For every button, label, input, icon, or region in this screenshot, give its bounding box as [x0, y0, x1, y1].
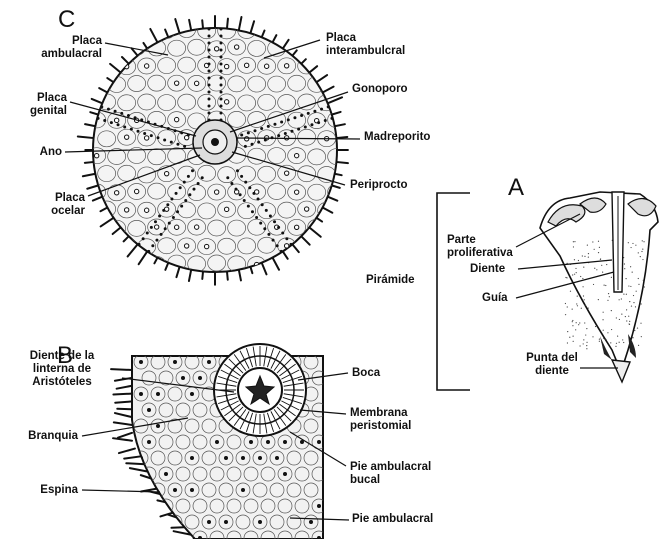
label-placa-ambulacral: Placa ambulacral	[41, 35, 102, 61]
oral-test-drawing	[111, 344, 326, 539]
label-madreporito: Madreporito	[364, 131, 430, 144]
panel-letter-a: A	[508, 176, 524, 200]
label-diente: Diente	[470, 263, 505, 276]
label-placa-ocelar: Placa ocelar	[51, 192, 85, 218]
label-diente-linterna: Diente de la linterna de Aristóteles	[4, 350, 120, 389]
label-gonoporo: Gonoporo	[352, 83, 408, 96]
label-guia: Guía	[482, 292, 508, 305]
label-boca: Boca	[352, 367, 380, 380]
label-punta-del-diente: Punta del diente	[520, 352, 584, 378]
label-placa-interambulacral: Placa interambulcral	[326, 32, 405, 58]
label-pie-ambulacral: Pie ambulacral	[352, 513, 433, 526]
label-branquia: Branquia	[28, 430, 78, 443]
label-periprocto: Periprocto	[350, 179, 408, 192]
label-espina: Espina	[40, 484, 78, 497]
pyramid-bracket	[437, 193, 470, 390]
label-ano: Ano	[40, 146, 62, 159]
panel-letter-c: C	[58, 8, 75, 32]
label-parte-proliferativa: Parte proliferativa	[447, 234, 513, 260]
label-pie-ambulacral-bucal: Pie ambulacral bucal	[350, 461, 431, 487]
label-placa-genital: Placa genital	[30, 92, 67, 118]
label-membrana-peristomial: Membrana peristomial	[350, 407, 411, 433]
label-piramide: Pirámide	[366, 274, 415, 287]
